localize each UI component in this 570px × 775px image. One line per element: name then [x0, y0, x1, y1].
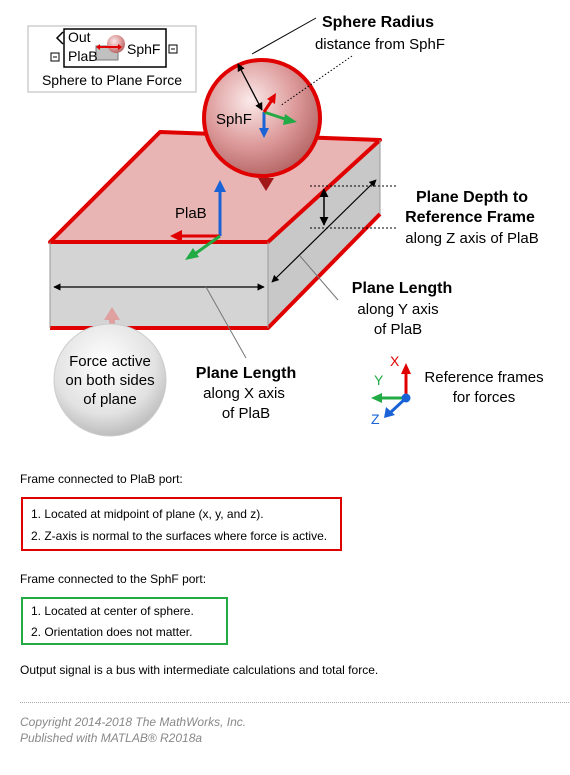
depth-title-1: Plane Depth to: [416, 189, 528, 206]
copyright-text: Copyright 2014-2018 The MathWorks, Inc.: [20, 715, 247, 729]
sphf-heading: Frame connected to the SphF port:: [20, 572, 207, 586]
plab-item-2: 2. Z-axis is normal to the surfaces wher…: [31, 529, 328, 543]
footer-divider: [20, 702, 569, 703]
axis-y-label: Y: [374, 372, 384, 388]
sphf-frame: [259, 93, 297, 138]
force-label-1: Force active: [69, 353, 151, 370]
sphere-plane-diagram: Out PlaB SphF Sphere to Plane Force Forc…: [27, 14, 544, 437]
plab-frame-label: PlaB: [175, 205, 207, 222]
plab-heading: Frame connected to PlaB port:: [20, 472, 183, 486]
block-caption: Sphere to Plane Force: [42, 72, 182, 88]
length-y-subtitle-2: of PlaB: [374, 321, 422, 338]
sphf-item-1: 1. Located at center of sphere.: [31, 604, 194, 618]
output-note: Output signal is a bus with intermediate…: [20, 663, 379, 677]
length-y-dimension: [271, 179, 377, 283]
out-port-icon: [55, 31, 64, 45]
axis-x-label: X: [390, 353, 400, 369]
sphere-radius-title: Sphere Radius: [322, 14, 434, 31]
sphf-frame-label: SphF: [216, 111, 252, 128]
block-out-label: Out: [68, 29, 91, 45]
sphf-info-box: 1. Located at center of sphere. 2. Orien…: [21, 597, 228, 645]
block-plab-label: PlaB: [68, 48, 98, 64]
length-x-title: Plane Length: [196, 365, 296, 382]
length-y-subtitle-1: along Y axis: [357, 301, 438, 318]
reference-triad: [371, 363, 411, 418]
plane-slab: [48, 130, 382, 330]
plane-front-face: [50, 242, 268, 328]
reference-label-2: for forces: [453, 389, 516, 406]
force-label-3: of plane: [83, 391, 136, 408]
depth-title-2: Reference Frame: [405, 209, 535, 226]
sphere: [202, 58, 322, 178]
sphere-radius-leader: [251, 17, 317, 55]
reference-label-1: Reference frames: [424, 369, 543, 386]
force-callout: [53, 323, 167, 437]
plab-item-1: 1. Located at midpoint of plane (x, y, a…: [31, 507, 264, 521]
sphere-radius-subtitle: distance from SphF: [315, 36, 445, 53]
length-x-subtitle-2: of PlaB: [222, 405, 270, 422]
depth-subtitle: along Z axis of PlaB: [405, 230, 538, 247]
published-text: Published with MATLAB® R2018a: [20, 731, 203, 745]
block-sphf-label: SphF: [127, 41, 160, 57]
force-label-2: on both sides: [65, 372, 154, 389]
length-y-title: Plane Length: [352, 280, 452, 297]
block-sphere-glyph: [107, 35, 125, 53]
block-icon[interactable]: Out PlaB SphF Sphere to Plane Force: [27, 25, 197, 93]
length-x-subtitle-1: along X axis: [203, 385, 285, 402]
axis-z-label: Z: [371, 411, 380, 427]
plab-info-box: 1. Located at midpoint of plane (x, y, a…: [21, 497, 342, 551]
sphf-item-2: 2. Orientation does not matter.: [31, 625, 193, 639]
plab-frame: [170, 180, 226, 260]
